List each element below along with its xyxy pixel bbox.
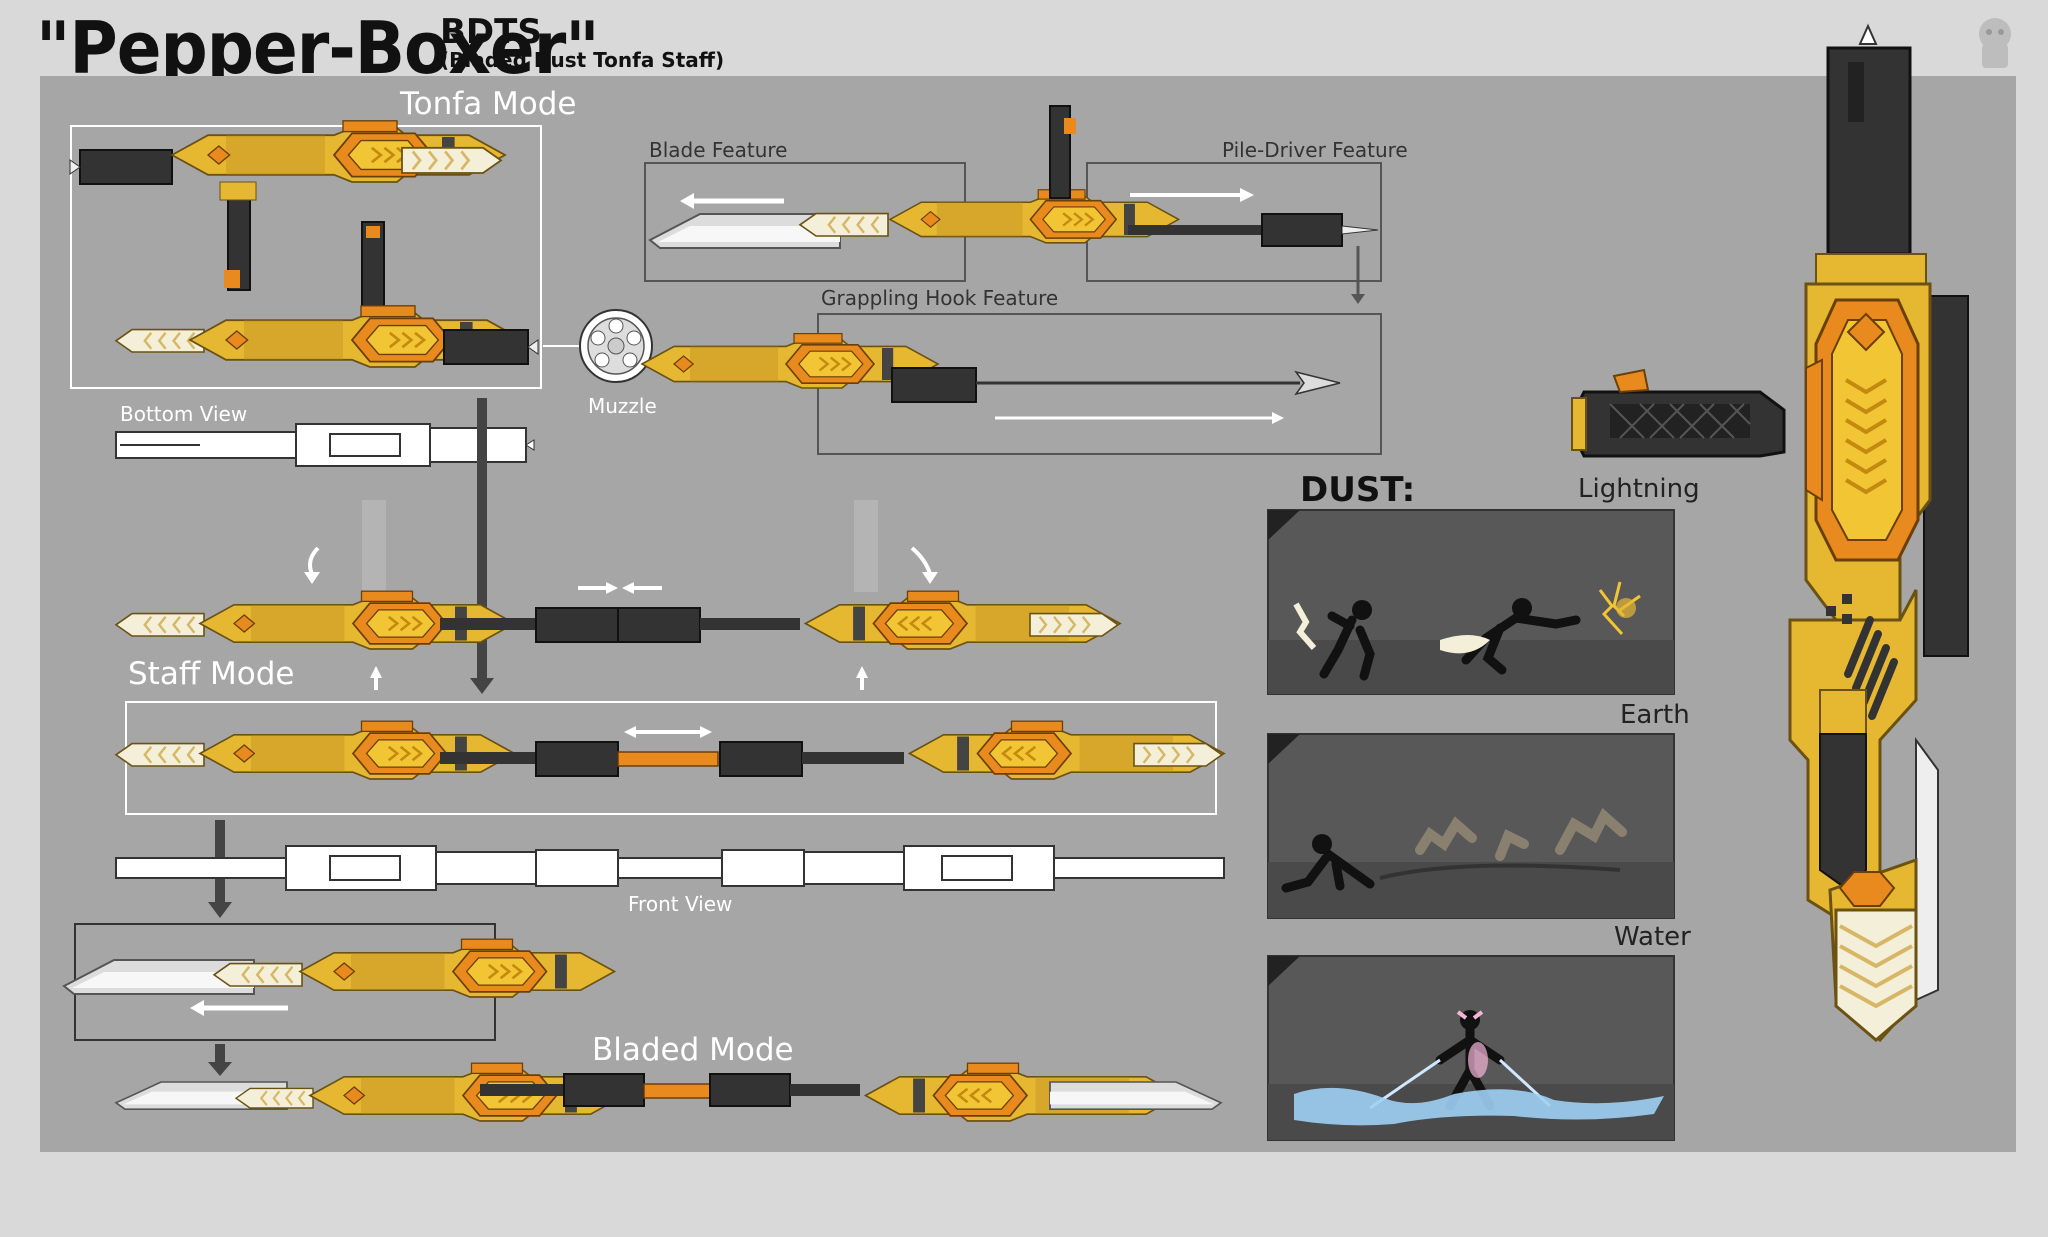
dust-type-earth: Earth — [1620, 700, 1690, 730]
pile-driver-feature-label: Pile-Driver Feature — [1222, 138, 1408, 162]
dust-type-lightning: Lightning — [1578, 474, 1700, 504]
tonfa-mode-label: Tonfa Mode — [400, 86, 577, 122]
blade-feature-label: Blade Feature — [649, 138, 788, 162]
weapon-full-name: (Bladed Dust Tonfa Staff) — [440, 48, 725, 72]
bottom-view-label: Bottom View — [120, 402, 248, 426]
grappling-hook-feature-label: Grappling Hook Feature — [821, 286, 1059, 310]
dust-panel-water — [1267, 955, 1675, 1141]
dust-panel-lightning — [1267, 509, 1675, 695]
bladed-mode-label: Bladed Mode — [592, 1032, 794, 1068]
front-view-label: Front View — [628, 892, 733, 916]
dust-title: DUST: — [1300, 470, 1416, 510]
staff-mode-label: Staff Mode — [128, 656, 295, 692]
muzzle-label: Muzzle — [588, 394, 657, 418]
artist-logo-icon — [1979, 18, 2011, 68]
dust-panel-earth — [1267, 733, 1675, 919]
dust-type-water: Water — [1614, 922, 1691, 952]
weapon-code: BDTS — [440, 12, 542, 52]
